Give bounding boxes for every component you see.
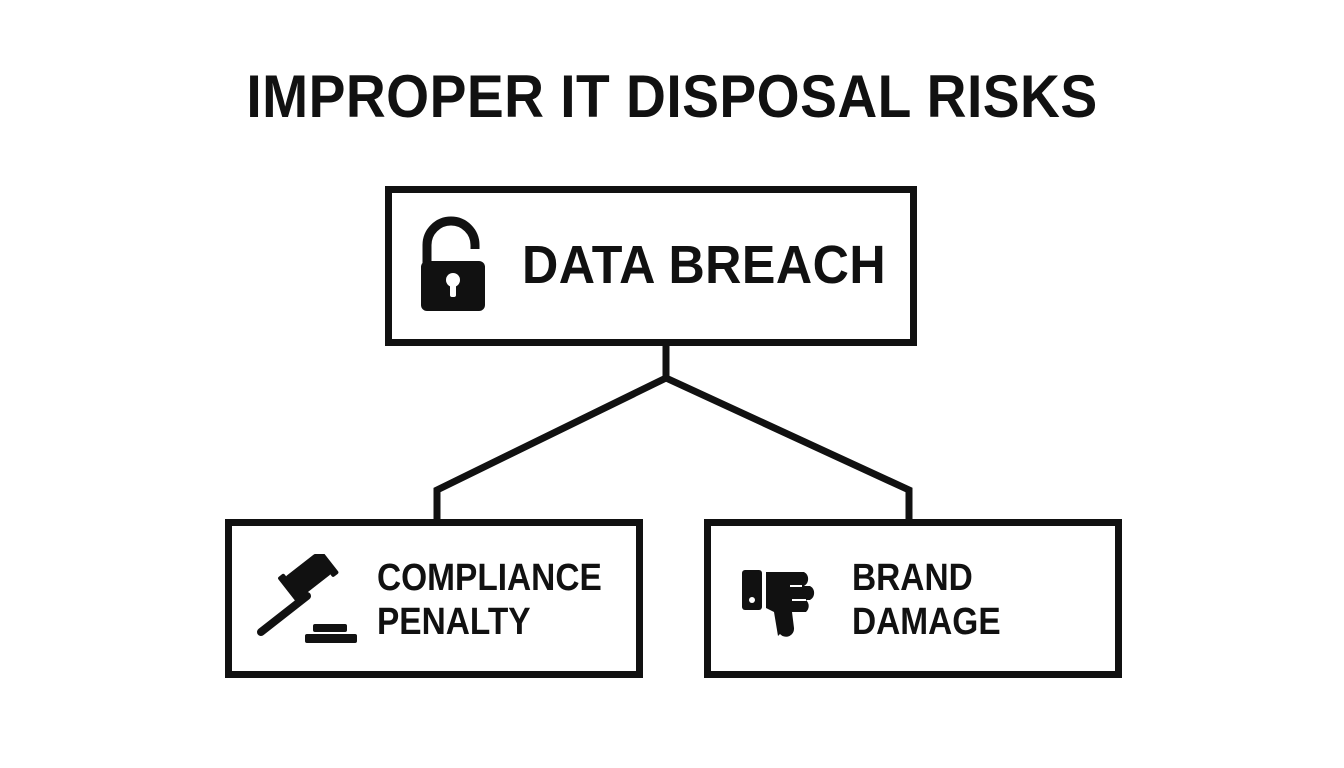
label-line-2: PENALTY — [377, 601, 531, 643]
child-node-label-brand: BRAND DAMAGE — [852, 556, 1001, 644]
root-node-label: DATA BREACH — [522, 235, 887, 295]
thumbs-down-icon — [742, 570, 815, 637]
unlocked-padlock-icon — [421, 216, 485, 311]
connector-left-branch — [433, 374, 668, 519]
label-line-2: DAMAGE — [852, 601, 1001, 643]
child-node-label-compliance: COMPLIANCE PENALTY — [377, 556, 602, 644]
gavel-icon — [257, 554, 357, 643]
label-line-1: COMPLIANCE — [377, 557, 602, 599]
diagram-title: IMPROPER IT DISPOSAL RISKS — [246, 63, 1098, 130]
connector-right-branch — [664, 374, 913, 519]
label-line-1: BRAND — [852, 557, 973, 599]
